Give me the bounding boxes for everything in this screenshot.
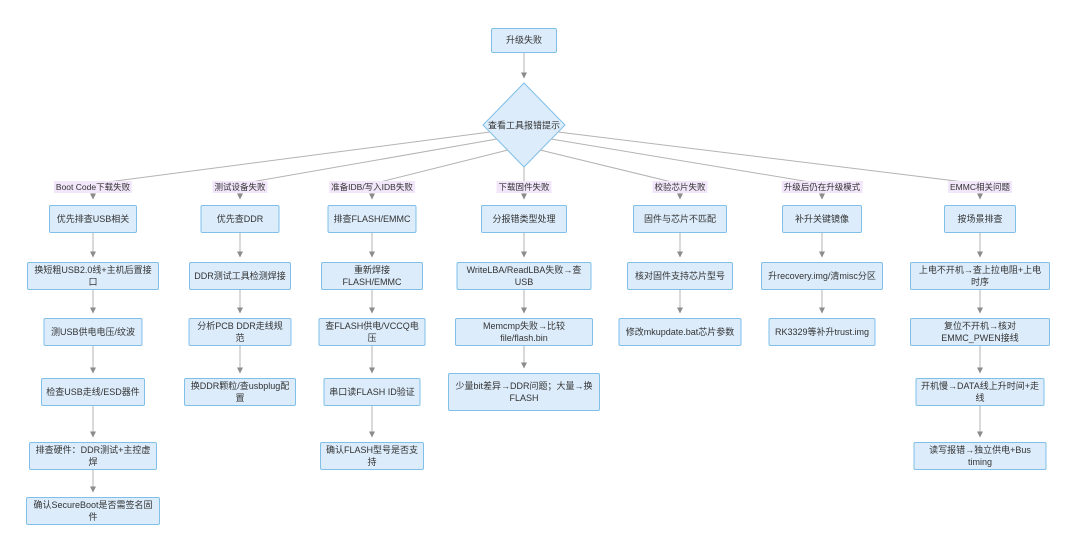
flowchart-node-measure-usb-voltage: 测USB供电电压/纹波 <box>43 318 143 346</box>
flowchart-node-upgrade-failed: 升级失败 <box>491 28 557 53</box>
flowchart-node-handle-by-error-type: 分报错类型处理 <box>481 205 567 233</box>
flowchart-node-reset-no-boot: 复位不开机→核对EMMC_PWEN接线 <box>910 318 1050 346</box>
flowchart-node-check-flash-emmc: 排查FLASH/EMMC <box>327 205 417 233</box>
flowchart-node-swap-ddr-chip: 换DDR颗粒/查usbplug配置 <box>184 378 296 406</box>
flowchart-node-writelba-readlba: WriteLBA/ReadLBA失败→查USB <box>456 262 592 290</box>
flowchart-node-uart-flash-id: 串口读FLASH ID验证 <box>323 378 421 406</box>
branch-label-bootcode-download-fail: Boot Code下载失败 <box>53 181 133 194</box>
flowchart-node-resolder-flash: 重新焊接FLASH/EMMC <box>321 262 423 290</box>
flowchart-node-edit-mkupdate-bat: 修改mkupdate.bat芯片参数 <box>618 318 742 346</box>
flowchart-node-rk3329-trust-img: RK3329等补升trust.img <box>768 318 876 346</box>
branch-label-chip-verify-fail: 校验芯片失败 <box>652 181 708 194</box>
flowchart-node-bit-diff: 少量bit差异→DDR问题；大量→换FLASH <box>448 373 600 411</box>
flowchart-node-check-ddr-first: 优先查DDR <box>200 205 280 233</box>
branch-label-still-in-upgrade-mode: 升级后仍在升级模式 <box>781 181 863 194</box>
branch-label-idb-fail: 准备IDB/写入IDB失败 <box>329 181 415 194</box>
flowchart-node-flash-model-support: 确认FLASH型号是否支持 <box>320 442 424 470</box>
flowchart-node-power-on-no-boot: 上电不开机→查上拉电阻+上电时序 <box>910 262 1050 290</box>
flowchart-node-check-usb-routing: 检查USB走线/ESD器件 <box>41 378 145 406</box>
flowchart-node-flash-key-images: 补升关键镜像 <box>782 205 862 233</box>
flowchart-node-flash-power-vccq: 查FLASH供电/VCCQ电压 <box>318 318 426 346</box>
flowchart-node-secureboot-check: 确认SecureBoot是否需签名固件 <box>26 497 160 525</box>
flowchart-node-usb-first: 优先排查USB相关 <box>49 205 137 233</box>
flowchart-node-verify-chip-model: 核对固件支持芯片型号 <box>627 262 733 290</box>
flowchart-node-check-by-scenario: 按场景排查 <box>944 205 1016 233</box>
flowchart-node-firmware-chip-mismatch: 固件与芯片不匹配 <box>633 205 727 233</box>
flowchart-node-hardware-ddr-solder: 排查硬件：DDR测试+主控虚焊 <box>29 442 157 470</box>
flowchart-node-swap-usb-cable: 换短粗USB2.0线+主机后置接口 <box>27 262 159 290</box>
branch-label-test-device-fail: 测试设备失败 <box>212 181 268 194</box>
flowchart-node-ddr-tool-solder-check: DDR测试工具检测焊接 <box>189 262 291 290</box>
flowchart-node-slow-boot-data-lines: 开机慢→DATA线上升时间+走线 <box>915 378 1045 406</box>
branch-label-firmware-download-fail: 下载固件失败 <box>496 181 552 194</box>
flowchart-decision-label: 查看工具报错提示 <box>487 120 561 131</box>
flowchart-node-rw-error-bus-timing: 读写报错→独立供电+Bus timing <box>913 442 1047 470</box>
flowchart-node-memcmp-fail: Memcmp失败→比较file/flash.bin <box>455 318 593 346</box>
branch-label-emmc-issues: EMMC相关问题 <box>948 181 1012 194</box>
flowchart-node-recovery-misc: 升recovery.img/清misc分区 <box>761 262 883 290</box>
flowchart-node-pcb-ddr-routing: 分析PCB DDR走线规范 <box>188 318 292 346</box>
